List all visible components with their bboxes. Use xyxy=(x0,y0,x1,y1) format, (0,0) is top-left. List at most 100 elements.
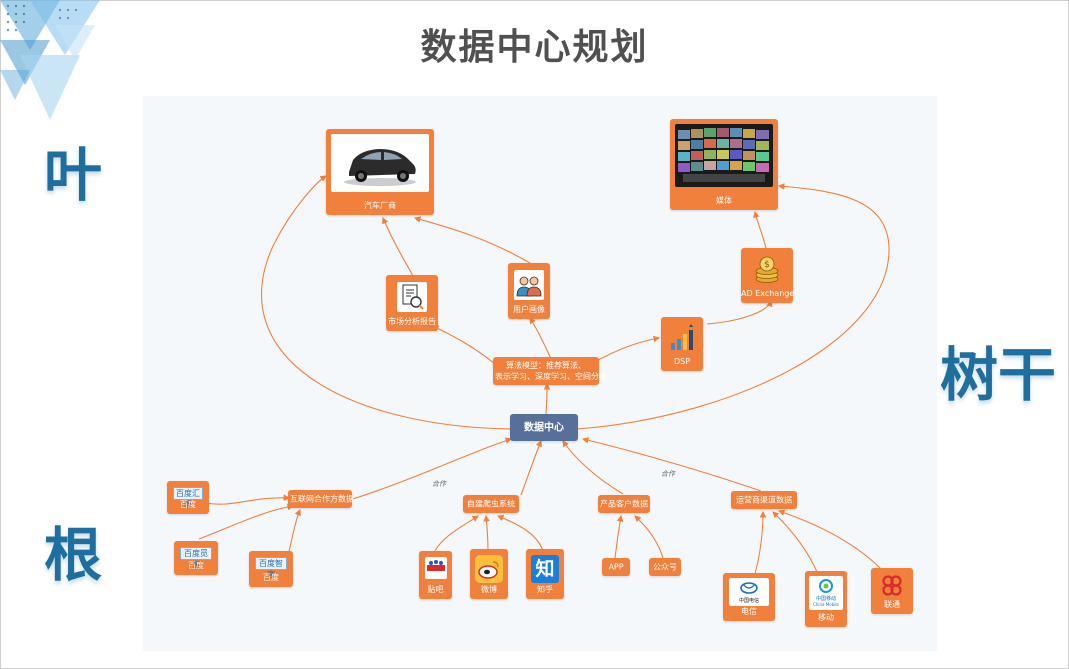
node-official-account[interactable]: 公众号 xyxy=(649,558,681,576)
node-internet-partner[interactable]: 互联网合作方数据 xyxy=(288,490,354,508)
algorithms-line-1: 算法模型：推荐算法、 xyxy=(506,361,586,370)
diagram-canvas: 合作 合作 汽车厂商 xyxy=(143,96,937,651)
side-word-trunk: 树干 xyxy=(940,341,1057,409)
china-mobile-en: China Mobile xyxy=(813,602,839,607)
user-group-icon xyxy=(514,270,544,300)
side-word-leaf: 叶 xyxy=(44,141,103,209)
baidu-jianci-logo: 百度觅客 xyxy=(180,547,212,569)
node-app[interactable]: APP xyxy=(602,558,630,576)
node-baidu-jianci[interactable]: 百度觅客 百度 xyxy=(174,541,218,575)
china-mobile-logo: 中国移动 China Mobile xyxy=(809,576,843,610)
node-baidu-zhiyu[interactable]: 百度智客 百度 xyxy=(249,551,293,587)
edge-profile-carmaker xyxy=(413,216,531,264)
node-crawler[interactable]: 自建爬虫系统 xyxy=(463,495,519,513)
edge-app-product xyxy=(614,514,624,559)
tieba-icon xyxy=(424,557,447,579)
node-tieba[interactable]: 贴吧 xyxy=(419,551,452,599)
node-car-maker-label: 汽车厂商 xyxy=(364,201,396,210)
edge-dsp-adx xyxy=(706,299,773,325)
node-official-account-label: 公众号 xyxy=(653,562,677,572)
node-market-report[interactable]: 市场分析报告 xyxy=(386,275,438,331)
node-internet-partner-label: 互联网合作方数据 xyxy=(290,494,354,504)
node-weibo[interactable]: 微博 xyxy=(470,549,508,599)
node-zhihu[interactable]: 知 知乎 xyxy=(526,549,564,599)
edge-crawler-datacenter xyxy=(520,439,543,496)
node-baidu-jianci-label: 百度 xyxy=(188,561,204,570)
edge-datacenter-media xyxy=(576,183,890,430)
node-carrier-channel[interactable]: 运营商渠道数据 xyxy=(731,491,797,509)
edge-mobile-carrier xyxy=(772,511,819,575)
node-baidu-huiyan[interactable]: 百度汇眼 百度 xyxy=(167,481,209,514)
node-unicom[interactable]: 联通 xyxy=(871,568,913,614)
edge-jianci-internet xyxy=(198,503,295,540)
edge-adx-media xyxy=(753,210,767,249)
node-car-maker[interactable]: 汽车厂商 xyxy=(326,129,434,215)
edge-algo-dsp xyxy=(590,335,661,365)
media-wall-image xyxy=(675,124,773,187)
node-baidu-zhiyu-label: 百度 xyxy=(263,573,279,582)
node-zhihu-label: 知乎 xyxy=(537,585,553,594)
zhihu-glyph: 知 xyxy=(535,558,555,580)
node-carrier-channel-label: 运营商渠道数据 xyxy=(736,495,792,505)
node-ad-exchange-label: AD Exchange xyxy=(741,289,795,298)
node-baidu-huiyan-label: 百度 xyxy=(180,500,196,509)
edge-huiyan-internet xyxy=(205,494,291,505)
china-unicom-logo xyxy=(877,573,907,599)
edge-telecom-carrier xyxy=(754,510,767,575)
growth-chart-icon xyxy=(667,324,697,354)
diagram-edges xyxy=(198,175,890,575)
page-title: 数据中心规划 xyxy=(420,27,649,68)
zhihu-icon: 知 xyxy=(531,555,559,583)
edge-label-cooperate-1: 合作 xyxy=(432,480,446,488)
side-word-root: 根 xyxy=(44,521,103,589)
edge-algo-report xyxy=(432,325,496,365)
node-product-customer[interactable]: 产品客户数据 xyxy=(598,495,650,513)
node-crawler-label: 自建爬虫系统 xyxy=(467,499,515,509)
china-mobile-name: 中国移动 xyxy=(816,595,836,602)
baidu-huiyan-logo: 百度汇眼 xyxy=(173,487,203,509)
edge-product-datacenter xyxy=(562,440,624,495)
node-media[interactable]: 媒体 xyxy=(670,119,778,210)
edge-datacenter-carmaker xyxy=(261,175,511,430)
edge-algo-profile xyxy=(529,317,552,360)
edge-oa-product xyxy=(634,515,664,559)
node-app-label: APP xyxy=(608,562,624,572)
node-data-center[interactable]: 数据中心 xyxy=(510,414,578,441)
node-telecom[interactable]: 中国电信 电信 xyxy=(723,573,775,621)
edge-unicom-carrier xyxy=(777,509,882,570)
node-weibo-label: 微博 xyxy=(481,585,497,594)
node-market-report-label: 市场分析报告 xyxy=(388,317,436,326)
edge-zhiyu-internet xyxy=(288,508,301,552)
svg-text:$: $ xyxy=(764,260,770,270)
edge-carrier-datacenter xyxy=(581,437,762,492)
decorative-triangles xyxy=(0,0,100,120)
node-mobile-label: 移动 xyxy=(818,613,834,622)
node-user-profile[interactable]: 用户画像 xyxy=(508,263,550,319)
node-user-profile-label: 用户画像 xyxy=(513,305,545,314)
node-dsp[interactable]: DSP xyxy=(661,317,703,371)
edge-report-carmaker xyxy=(382,216,414,277)
node-product-customer-label: 产品客户数据 xyxy=(600,499,648,509)
baidu-zhiyu-logo: 百度智客 xyxy=(255,557,287,579)
node-ad-exchange[interactable]: $ AD Exchange xyxy=(741,248,795,303)
document-magnifier-icon xyxy=(397,282,427,312)
edge-internet-datacenter xyxy=(352,437,513,500)
china-telecom-name: 中国电信 xyxy=(739,597,759,604)
weibo-icon xyxy=(475,555,503,583)
node-mobile[interactable]: 中国移动 China Mobile 移动 xyxy=(805,571,847,627)
node-telecom-label: 电信 xyxy=(741,607,757,616)
edge-zhihu-crawler xyxy=(496,514,544,552)
edge-weibo-crawler xyxy=(483,514,490,552)
car-image xyxy=(331,134,429,192)
node-tieba-label: 贴吧 xyxy=(427,585,444,594)
edge-label-cooperate-2: 合作 xyxy=(661,470,675,478)
china-telecom-logo: 中国电信 xyxy=(729,578,769,606)
node-unicom-label: 联通 xyxy=(884,600,900,609)
node-data-center-label: 数据中心 xyxy=(524,422,564,433)
coin-stack-icon: $ xyxy=(752,255,782,285)
node-dsp-label: DSP xyxy=(673,357,691,366)
edge-datacenter-algo xyxy=(543,382,551,415)
algorithms-line-2: 表示学习、深度学习、空间分析 xyxy=(495,372,607,381)
node-algorithms[interactable]: 算法模型：推荐算法、 表示学习、深度学习、空间分析 xyxy=(493,357,607,385)
node-media-label: 媒体 xyxy=(716,196,732,205)
